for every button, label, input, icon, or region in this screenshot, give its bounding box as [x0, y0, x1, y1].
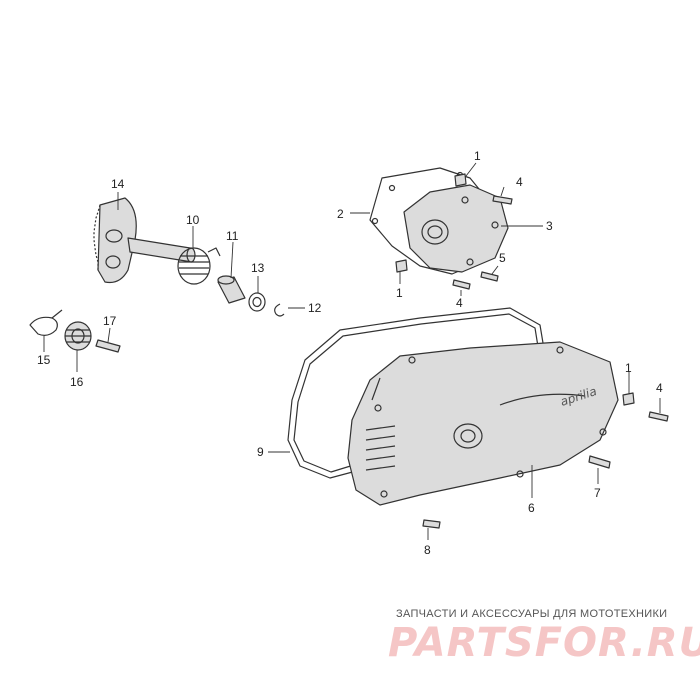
callout-1-upper: 1 — [474, 149, 481, 163]
part-6-transmission-cover: aprilia — [347, 341, 619, 506]
callout-11: 11 — [226, 229, 239, 243]
watermark-brand: PARTSFOR.RU — [388, 620, 700, 666]
callout-17: 17 — [103, 314, 117, 328]
part-4-bolt-upper — [492, 195, 513, 205]
callout-10: 10 — [186, 213, 200, 227]
callout-9: 9 — [257, 445, 264, 459]
callout-1-lower: 1 — [396, 286, 403, 300]
callout-numbers: 1 1 1 2 3 4 4 4 5 6 7 8 9 10 11 12 13 14… — [37, 149, 663, 557]
callout-13: 13 — [251, 261, 265, 275]
part-11-bush — [217, 275, 246, 304]
part-1-dowel-lower — [395, 259, 408, 273]
callout-5: 5 — [499, 251, 506, 265]
part-4-bolt-middle — [452, 279, 471, 290]
callout-7: 7 — [594, 486, 601, 500]
part-13-washer — [248, 292, 266, 312]
callout-12: 12 — [308, 301, 322, 315]
callout-4-right: 4 — [656, 381, 663, 395]
part-3-inner-cover — [403, 184, 509, 273]
part-7-bolt — [588, 455, 611, 469]
part-8-bolt — [422, 519, 441, 529]
callout-4-middle: 4 — [456, 296, 463, 310]
callout-6: 6 — [528, 501, 535, 515]
part-16-pinion-gear — [64, 321, 92, 351]
callout-1-right: 1 — [625, 361, 632, 375]
callout-8: 8 — [424, 543, 431, 557]
watermark: ЗАПЧАСТИ И АКСЕССУАРЫ ДЛЯ МОТОТЕХНИКИ PA… — [388, 608, 700, 666]
callout-2: 2 — [337, 207, 344, 221]
part-5-bolt — [480, 271, 499, 282]
callout-16: 16 — [70, 375, 84, 389]
part-15-clip — [29, 309, 63, 336]
part-10-spring — [177, 247, 221, 285]
part-1-dowel-upper — [454, 173, 467, 187]
watermark-shop-line: ЗАПЧАСТИ И АКСЕССУАРЫ ДЛЯ МОТОТЕХНИКИ — [396, 608, 667, 620]
part-14-kick-sector-gear — [93, 197, 196, 284]
callout-4-upper: 4 — [516, 175, 523, 189]
callout-14: 14 — [111, 177, 125, 191]
part-1-dowel-right — [622, 392, 635, 406]
part-17-pin — [95, 339, 121, 353]
leader-lines — [43, 162, 661, 540]
callout-3: 3 — [546, 219, 553, 233]
callout-15: 15 — [37, 353, 51, 367]
part-12-circlip — [274, 303, 285, 317]
part-4-bolt-right — [648, 411, 669, 422]
